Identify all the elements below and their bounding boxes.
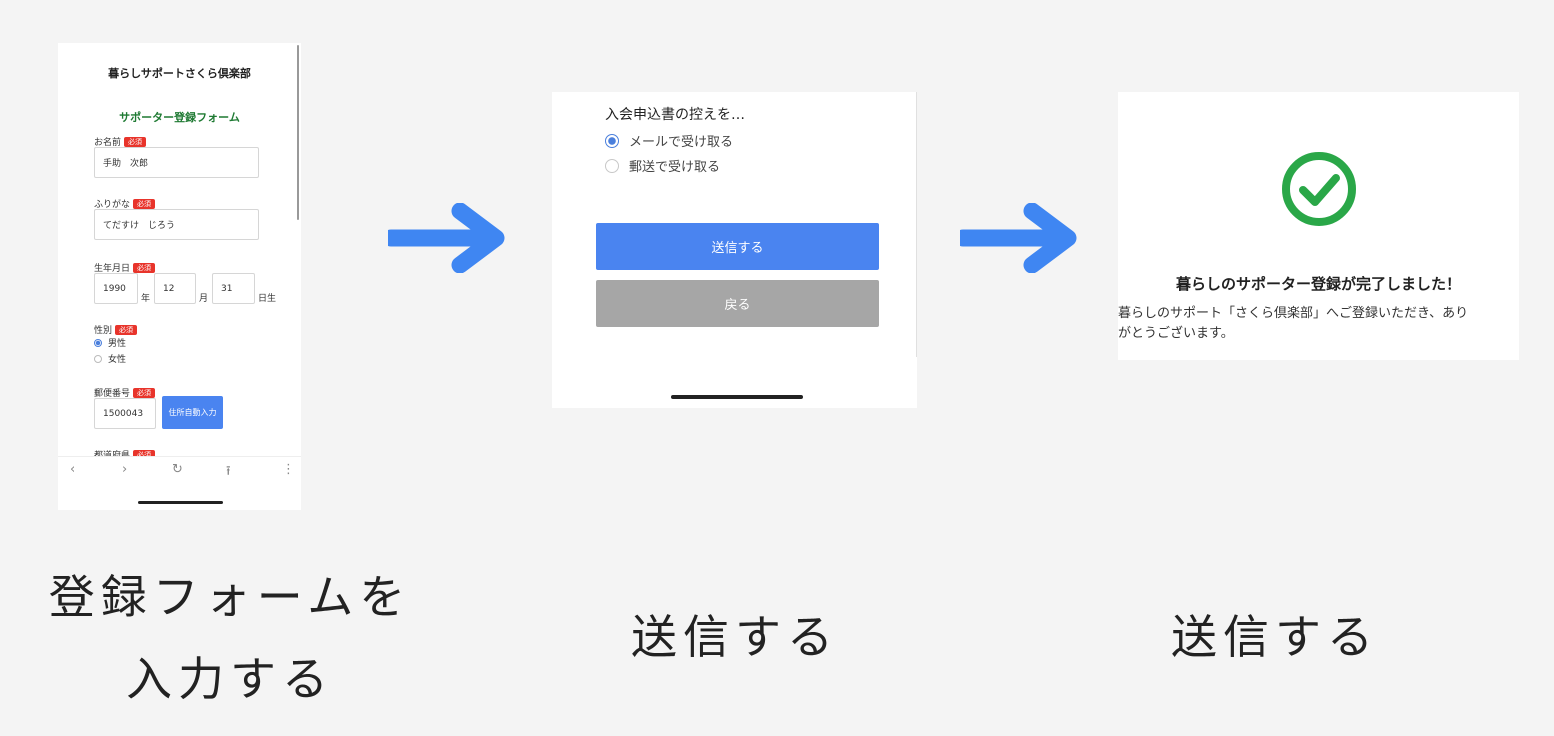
gender-male-label: 男性 (108, 339, 127, 349)
app-title: 暮らしサポートさくら倶楽部 (108, 67, 251, 80)
browser-toolbar: ‹ › ↻ ⭱ ⋮ (58, 456, 301, 487)
submit-button[interactable]: 送信する (596, 223, 879, 270)
required-badge: 必須 (115, 325, 138, 335)
scrollbar[interactable] (297, 45, 299, 220)
birth-month-value: 12 (163, 283, 175, 294)
kana-label: ふりがな必須 (94, 197, 156, 210)
step2-caption: 送信する (631, 610, 839, 664)
confirmation-screen: 入会申込書の控えを… メールで受け取る 郵送で受け取る 送信する 戻る (552, 92, 917, 408)
step3-caption: 送信する (1171, 610, 1379, 664)
check-circle-icon (1282, 152, 1356, 226)
back-button[interactable]: 戻る (596, 280, 879, 327)
receipt-question: 入会申込書の控えを… (605, 107, 745, 123)
gender-female-label: 女性 (108, 355, 127, 365)
share-icon[interactable]: ⭱ (226, 464, 231, 479)
radio-selected-icon (94, 338, 102, 347)
year-suffix: 年 (141, 294, 151, 304)
form-title: サポーター登録フォーム (119, 111, 240, 124)
step1-caption-line1: 登録フォームを (48, 570, 412, 624)
birth-day-value: 31 (221, 283, 233, 294)
step1-caption-line2: 入力する (126, 652, 334, 706)
zip-field[interactable]: 1500043 (94, 398, 156, 429)
required-badge: 必須 (133, 199, 156, 209)
zip-label-text: 郵便番号 (94, 389, 131, 399)
birth-year-field[interactable]: 1990 (94, 273, 138, 304)
kana-value: てだすけ じろう (103, 221, 176, 231)
completion-title: 暮らしのサポーター登録が完了しました！ (1175, 275, 1461, 293)
divider (916, 92, 917, 357)
radio-selected-icon (605, 133, 619, 148)
back-icon[interactable]: ‹ (70, 462, 76, 477)
required-badge: 必須 (133, 388, 156, 398)
required-badge: 必須 (133, 450, 156, 460)
address-autofill-button[interactable]: 住所自動入力 (162, 396, 223, 429)
arrow-right-icon (388, 203, 505, 273)
name-label: お名前必須 (94, 135, 147, 148)
forward-icon[interactable]: › (122, 462, 128, 477)
receive-by-post-label: 郵送で受け取る (629, 160, 721, 175)
home-indicator (138, 501, 223, 504)
gender-male-radio[interactable]: 男性 (94, 336, 126, 349)
home-indicator (671, 395, 803, 399)
day-suffix: 日生 (258, 294, 277, 304)
receive-by-mail-radio[interactable]: メールで受け取る (605, 131, 733, 150)
zip-label: 郵便番号必須 (94, 386, 156, 399)
gender-female-radio[interactable]: 女性 (94, 352, 126, 365)
birthdate-label: 生年月日必須 (94, 261, 156, 274)
arrow-right-icon (960, 203, 1077, 273)
required-badge: 必須 (124, 137, 147, 147)
registration-form-screen: 暮らしサポートさくら倶楽部 サポーター登録フォーム お名前必須 手助 次郎 ふり… (58, 43, 301, 510)
name-value: 手助 次郎 (103, 159, 149, 169)
radio-unselected-icon (605, 158, 619, 173)
completion-message: 暮らしのサポート「さくら倶楽部」へご登録いただき、ありがとうございます。 (1118, 306, 1469, 341)
gender-label-text: 性別 (94, 326, 113, 336)
reload-icon[interactable]: ↻ (172, 462, 183, 477)
receive-by-mail-label: メールで受け取る (629, 135, 734, 150)
completion-screen: 暮らしのサポーター登録が完了しました！ 暮らしのサポート「さくら倶楽部」へご登録… (1118, 92, 1519, 360)
birth-day-field[interactable]: 31 (212, 273, 255, 304)
radio-unselected-icon (94, 354, 102, 363)
name-label-text: お名前 (94, 138, 122, 148)
kana-label-text: ふりがな (94, 200, 131, 210)
gender-label: 性別必須 (94, 323, 138, 336)
step1-caption: 登録フォームを 入力する (0, 556, 460, 720)
kana-field[interactable]: てだすけ じろう (94, 209, 259, 240)
birth-year-value: 1990 (103, 283, 126, 294)
name-field[interactable]: 手助 次郎 (94, 147, 259, 178)
required-badge: 必須 (133, 263, 156, 273)
receive-by-post-radio[interactable]: 郵送で受け取る (605, 156, 720, 175)
zip-value: 1500043 (103, 408, 144, 419)
birth-month-field[interactable]: 12 (154, 273, 196, 304)
more-icon[interactable]: ⋮ (282, 462, 295, 477)
birthdate-label-text: 生年月日 (94, 264, 131, 274)
month-suffix: 月 (199, 294, 209, 304)
